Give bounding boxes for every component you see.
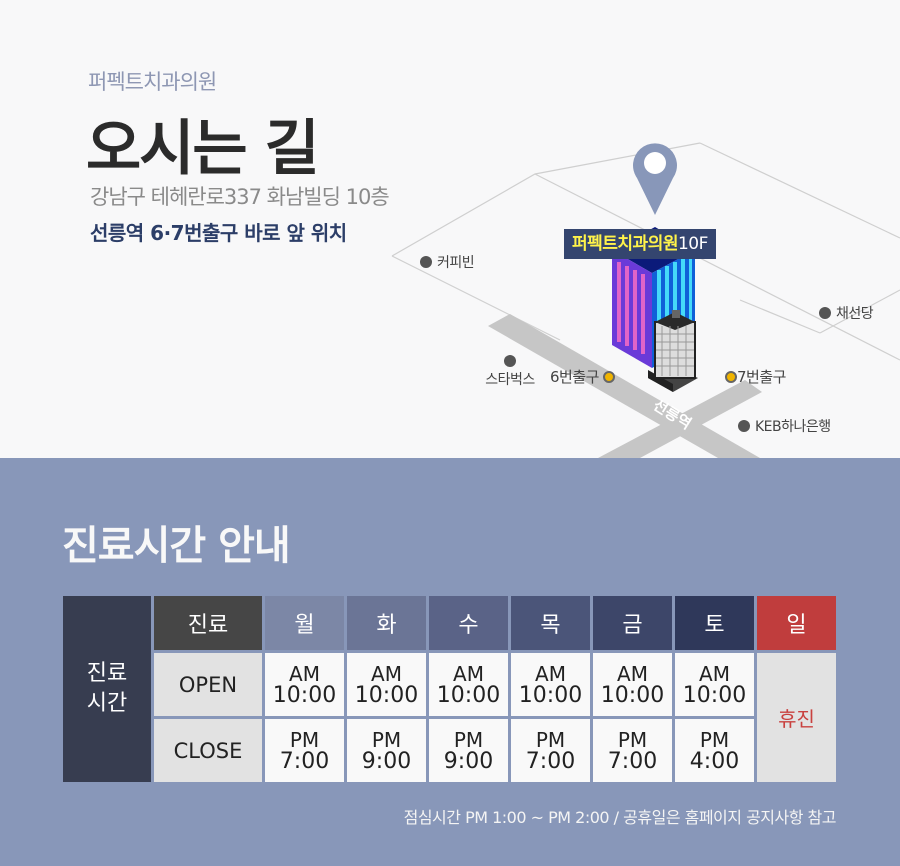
directions-section: 선릉역 퍼펙트치과의원 오시는 길 강남구 테헤란로337 화남빌딩 10층 선… bbox=[86, 70, 900, 458]
day-thu: 목 bbox=[511, 596, 590, 650]
poi-dot-icon bbox=[819, 307, 831, 319]
exit-dot-icon bbox=[603, 371, 616, 383]
sunday-closed: 휴진 bbox=[757, 653, 836, 782]
open-label: OPEN bbox=[154, 653, 262, 716]
building-label: 퍼펙트치과의원10F bbox=[564, 229, 716, 259]
poi-dot-icon bbox=[420, 256, 432, 268]
building-label-floor: 10F bbox=[677, 234, 708, 254]
poi-coffeebean: 커피빈 bbox=[420, 252, 475, 272]
poi-chaesundang: 채선당 bbox=[819, 303, 874, 323]
building-label-name: 퍼펙트치과의원 bbox=[572, 234, 678, 254]
day-fri: 금 bbox=[593, 596, 672, 650]
close-label: CLOSE bbox=[154, 719, 262, 782]
day-sun: 일 bbox=[757, 596, 836, 650]
day-wed: 수 bbox=[429, 596, 508, 650]
header-label: 진료 bbox=[154, 596, 262, 650]
exit-7: 7번출구 bbox=[725, 366, 786, 387]
day-mon: 월 bbox=[265, 596, 344, 650]
exit-dot-icon bbox=[725, 371, 737, 383]
day-tue: 화 bbox=[347, 596, 426, 650]
poi-keb-bank: KEB하나은행 bbox=[738, 416, 831, 436]
poi-starbucks: 스타벅스 bbox=[480, 355, 540, 389]
exit-6: 6번출구 bbox=[550, 366, 616, 387]
hours-note: 점심시간 PM 1:00 ~ PM 2:00 / 공휴일은 홈페이지 공지사항 … bbox=[403, 808, 837, 827]
location-pin-icon bbox=[633, 143, 677, 215]
poi-dot-icon bbox=[504, 355, 516, 367]
side-label: 진료 시간 bbox=[63, 596, 151, 782]
map-illustration: 선릉역 bbox=[391, 142, 900, 458]
location-hint: 선릉역 6·7번출구 바로 앞 위치 bbox=[90, 221, 347, 245]
address: 강남구 테헤란로337 화남빌딩 10층 bbox=[90, 185, 390, 209]
clinic-name: 퍼펙트치과의원 bbox=[88, 70, 217, 94]
poi-dot-icon bbox=[738, 420, 750, 432]
page-title: 오시는 길 bbox=[86, 114, 320, 184]
hours-title: 진료시간 안내 bbox=[62, 523, 291, 569]
day-sat: 토 bbox=[675, 596, 754, 650]
